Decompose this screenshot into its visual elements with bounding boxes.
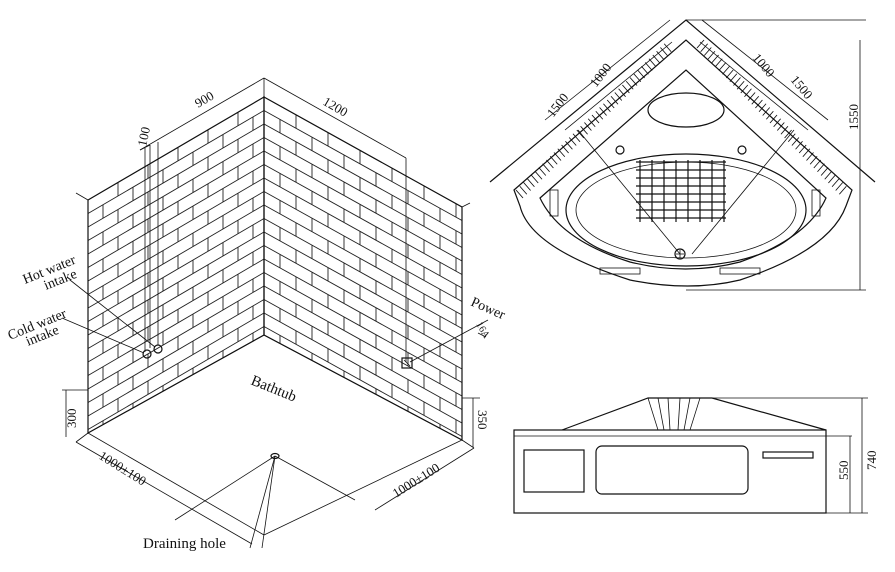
dimension-300: 300	[62, 389, 88, 437]
dimension-1200: 1200	[263, 77, 407, 159]
svg-text:100: 100	[134, 125, 153, 147]
dimension-350: 350	[462, 397, 490, 447]
drain-icon	[674, 248, 686, 260]
power-socket	[401, 357, 413, 369]
cold-water-intake	[142, 349, 152, 359]
side-panel-window	[595, 445, 749, 495]
dimension-1000-right: 1000	[750, 50, 778, 80]
right-brick-wall	[263, 95, 463, 441]
top-view: 1550 1500 1000 1000 1500	[489, 19, 876, 291]
dimension-1000-left: 1000±100	[75, 432, 253, 545]
svg-text:1000±100: 1000±100	[390, 460, 443, 501]
bottom-grid	[636, 160, 726, 222]
side-panel-left	[523, 449, 585, 493]
basin	[565, 153, 807, 267]
left-brick-wall	[87, 95, 265, 435]
svg-text:900: 900	[192, 88, 216, 111]
headrest	[647, 92, 725, 128]
dimension-900: 900	[139, 77, 265, 151]
jet-right-icon	[737, 145, 747, 155]
dimension-740: 740	[864, 451, 879, 471]
drain-label: Draining hole	[143, 536, 226, 552]
power-label: Power	[468, 295, 507, 323]
power-rating: 16A	[473, 320, 492, 341]
right-wall-hatch	[696, 39, 847, 195]
dimension-100: 100	[134, 125, 153, 151]
bathtub-floor	[87, 334, 463, 549]
hot-water-intake	[153, 344, 163, 354]
side-view: 550 740	[513, 397, 879, 514]
side-panel-vent	[762, 451, 814, 459]
dimension-1550: 1550	[846, 104, 861, 130]
dimension-1500-left: 1500	[544, 90, 572, 120]
bathtub-label: Bathtub	[249, 373, 299, 406]
dimension-1000-left: 1000	[587, 60, 615, 90]
dimension-1500-right: 1500	[788, 72, 816, 102]
installation-view: 900 1200 100 Hot water intake Cold water…	[6, 77, 507, 552]
svg-text:1000±100: 1000±100	[96, 448, 149, 489]
left-wall-hatch	[515, 43, 672, 199]
jet-left-icon	[615, 145, 625, 155]
dimension-550: 550	[836, 461, 851, 481]
svg-text:1200: 1200	[321, 94, 351, 120]
svg-text:350: 350	[475, 410, 490, 430]
svg-text:300: 300	[64, 409, 79, 429]
